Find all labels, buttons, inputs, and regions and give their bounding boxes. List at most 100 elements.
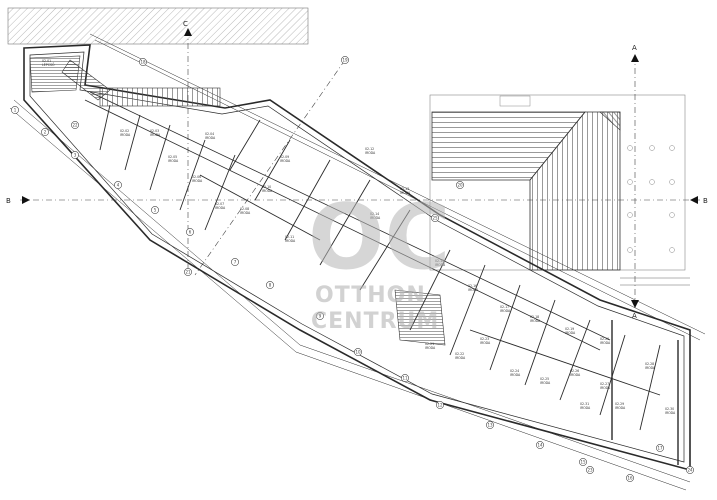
room-code: 02.04 <box>205 132 214 136</box>
axis-bubble: 25 <box>431 214 439 222</box>
svg-text:24: 24 <box>687 467 693 472</box>
svg-text:15: 15 <box>580 459 586 464</box>
room-code: 02.23 <box>480 337 489 341</box>
svg-text:12: 12 <box>437 402 443 407</box>
room-code: 02.09 <box>280 155 289 159</box>
staircase <box>29 55 446 346</box>
room-name: IRODA <box>285 239 296 243</box>
svg-text:7: 7 <box>234 259 237 264</box>
svg-text:21: 21 <box>185 269 191 274</box>
axis-bubble: 2 <box>41 128 49 136</box>
svg-text:22: 22 <box>72 122 78 127</box>
room-name: IRODA <box>600 386 611 390</box>
svg-text:23: 23 <box>587 467 593 472</box>
room-name: IRODA <box>400 191 411 195</box>
svg-text:OC: OC <box>308 185 451 290</box>
room-name: IRODA <box>580 406 591 410</box>
axis-bubble: 20 <box>456 181 464 189</box>
svg-text:25: 25 <box>432 215 438 220</box>
axis-bubble: 11 <box>401 374 409 382</box>
room-code: 02.30 <box>665 407 674 411</box>
svg-text:14: 14 <box>537 442 543 447</box>
room-name: IRODA <box>192 179 203 183</box>
svg-text:5: 5 <box>154 207 157 212</box>
svg-text:11: 11 <box>402 375 408 380</box>
room-code: 02.24 <box>510 369 519 373</box>
svg-text:13: 13 <box>487 422 493 427</box>
room-code: 02.25 <box>540 377 549 381</box>
room-code: 02.28 <box>645 362 654 366</box>
room-name: IRODA <box>425 346 436 350</box>
section-marker-a-bottom: A <box>631 300 639 320</box>
svg-text:9: 9 <box>319 313 322 318</box>
room-name: IRODA <box>168 159 179 163</box>
axis-bubble: 8 <box>266 281 274 289</box>
room-name: IRODA <box>530 319 541 323</box>
room-name: IRODA <box>205 136 216 140</box>
room-name: IRODA <box>468 288 479 292</box>
svg-text:16: 16 <box>627 475 633 480</box>
room-name: IRODA <box>645 366 656 370</box>
axis-bubble: 9 <box>316 312 324 320</box>
svg-text:1: 1 <box>14 107 17 112</box>
room-code: 02.02 <box>120 129 129 133</box>
axis-bubble: 17 <box>656 444 664 452</box>
room-name: IRODA <box>565 331 576 335</box>
section-marker-c-top: C <box>183 20 192 36</box>
room-name: IRODA <box>435 263 446 267</box>
svg-text:4: 4 <box>117 182 120 187</box>
svg-text:8: 8 <box>269 282 272 287</box>
svg-text:20: 20 <box>457 182 463 187</box>
room-name: IRODA <box>370 216 381 220</box>
svg-text:18: 18 <box>140 59 146 64</box>
room-code: 02.03 <box>150 129 159 133</box>
room-code: 02.18 <box>530 315 539 319</box>
svg-text:B: B <box>703 197 708 205</box>
room-name: IRODA <box>615 406 626 410</box>
axis-bubble: 18 <box>139 58 147 66</box>
room-name: IRODA <box>570 373 581 377</box>
svg-text:A: A <box>632 44 637 52</box>
room-code: 02.17 <box>500 305 509 309</box>
room-name: IRODA <box>540 381 551 385</box>
room-name: IRODA <box>262 189 273 193</box>
room-code: 02.11 <box>285 235 294 239</box>
roof-plan <box>429 94 690 286</box>
room-name: IRODA <box>150 133 161 137</box>
axis-bubble: 12 <box>436 401 444 409</box>
axis-bubble: 4 <box>114 181 122 189</box>
axis-bubble: 19 <box>341 56 349 64</box>
room-name: IRODA <box>600 341 611 345</box>
axis-bubble: 6 <box>186 228 194 236</box>
room-code: 02.27 <box>600 382 609 386</box>
room-name: IRODA <box>480 341 491 345</box>
room-code: 02.06 <box>192 175 201 179</box>
axis-bubble: 23 <box>586 466 594 474</box>
axis-bubble: 16 <box>626 474 634 482</box>
room-name: IRODA <box>455 356 466 360</box>
room-code: 02.01 <box>42 59 51 63</box>
svg-text:B: B <box>6 197 11 205</box>
svg-text:2: 2 <box>44 129 47 134</box>
room-code: 02.29 <box>615 402 624 406</box>
